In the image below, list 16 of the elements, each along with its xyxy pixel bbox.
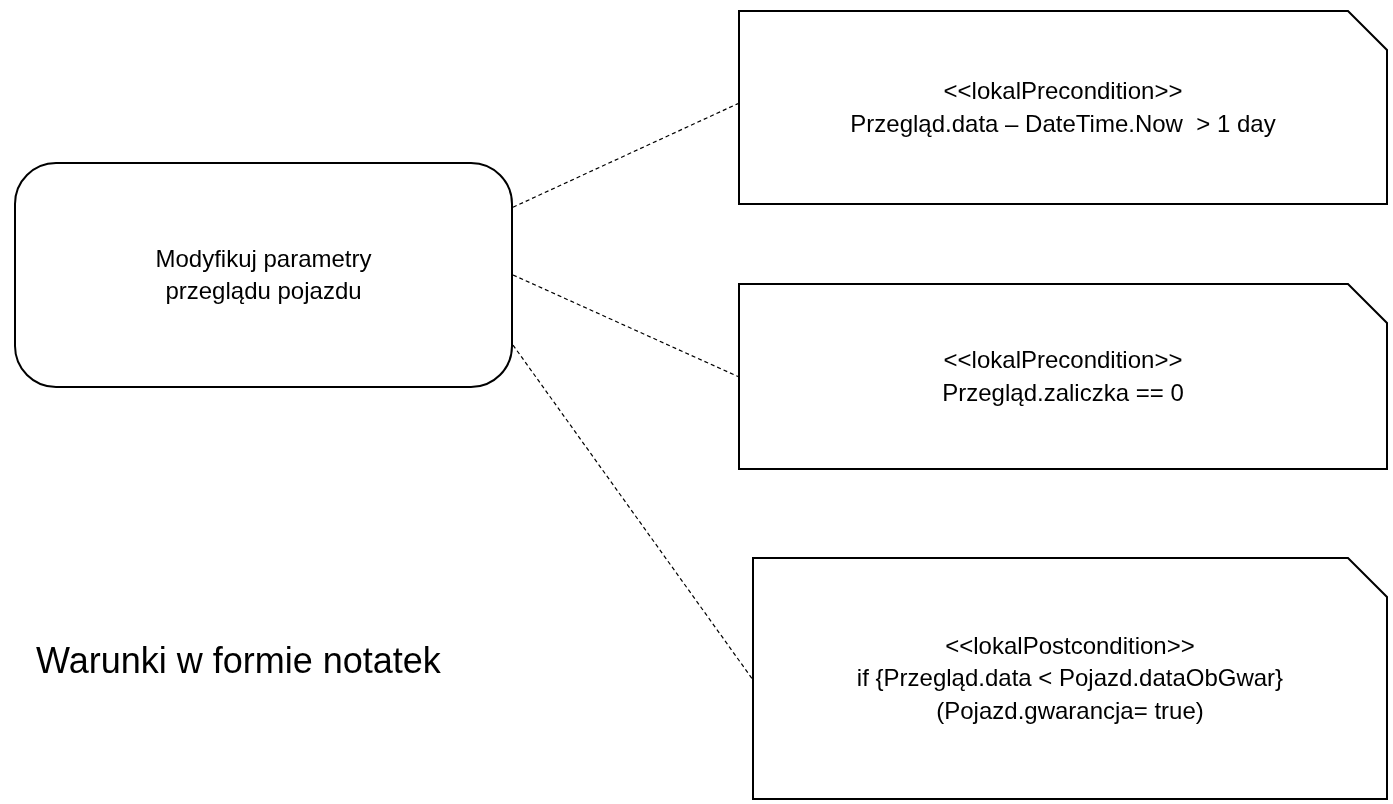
stereotype-text: <<lokalPostcondition>> [945,630,1195,661]
condition-text: (Pojazd.gwarancja= true) [936,695,1204,726]
note-shape [738,283,1388,470]
stereotype-text: <<lokalPrecondition>> [943,345,1183,376]
dashed-connector [512,344,753,680]
use-case-name: Modyfikuj parametry przeglądu pojazdu [154,243,373,306]
diagram-note: Warunki w formie notatek [36,640,441,682]
dashed-connector [512,274,739,378]
stereotype-text: <<lokalPrecondition>> [943,76,1183,107]
dashed-connector [512,103,739,208]
note-shape [752,557,1388,800]
use-case-box [14,162,513,388]
note-shape [738,10,1388,205]
condition-text: if {Przegląd.data < Pojazd.dataObGwar} [856,663,1284,694]
condition-text: Przegląd.data – DateTime.Now > 1 day [850,108,1276,139]
condition-text: Przegląd.zaliczka == 0 [942,377,1184,408]
